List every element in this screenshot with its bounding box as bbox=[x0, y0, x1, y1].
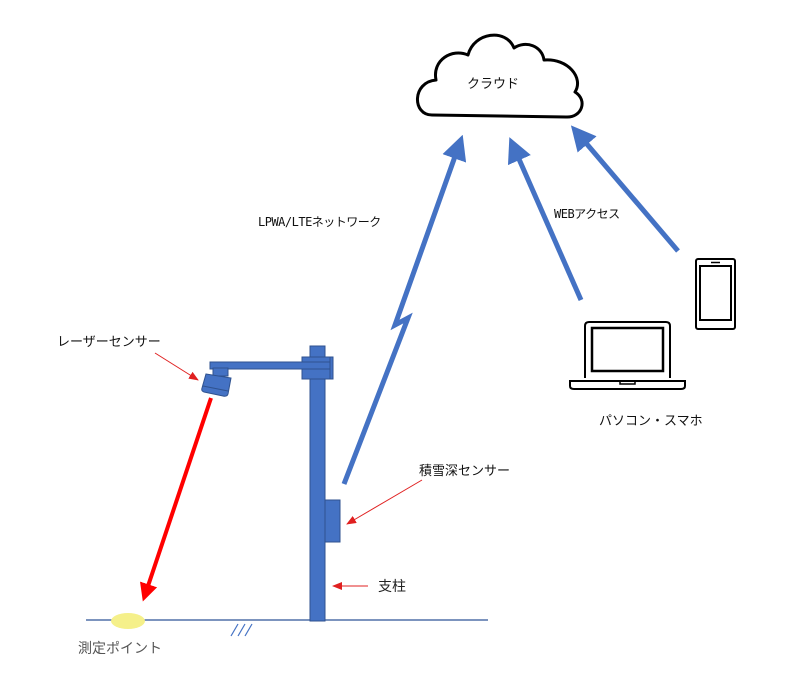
laser-sensor bbox=[201, 367, 232, 397]
cloud: クラウド bbox=[416, 33, 584, 119]
snow-depth-sensor bbox=[324, 499, 341, 543]
devices-label: パソコン・スマホ bbox=[599, 414, 703, 429]
measure-point-label: 測定ポイント bbox=[78, 641, 162, 657]
laser-sensor-label: レーザーセンサー bbox=[57, 335, 161, 350]
laser-beam-arrow bbox=[140, 397, 213, 602]
measure-point-marker bbox=[111, 613, 145, 629]
laser-sensor-pointer bbox=[154, 352, 199, 381]
pole-label: 支柱 bbox=[378, 579, 406, 595]
snow-sensor-pointer bbox=[346, 479, 423, 525]
cloud-icon bbox=[416, 33, 584, 119]
cloud-label: クラウド bbox=[467, 77, 519, 92]
web-access-arrow-laptop bbox=[507, 137, 584, 302]
snow-sensor-label: 積雪深センサー bbox=[419, 464, 510, 479]
web-access-label: WEBアクセス bbox=[554, 207, 620, 221]
network-label: LPWA/LTEネットワーク bbox=[258, 215, 381, 229]
web-access-arrow-phone bbox=[570, 125, 680, 253]
laptop-icon bbox=[569, 321, 686, 390]
pole bbox=[209, 345, 334, 622]
ground-hatch-icon bbox=[230, 623, 253, 637]
smartphone-icon bbox=[695, 258, 736, 330]
lpwa-network-arrow bbox=[341, 134, 467, 485]
